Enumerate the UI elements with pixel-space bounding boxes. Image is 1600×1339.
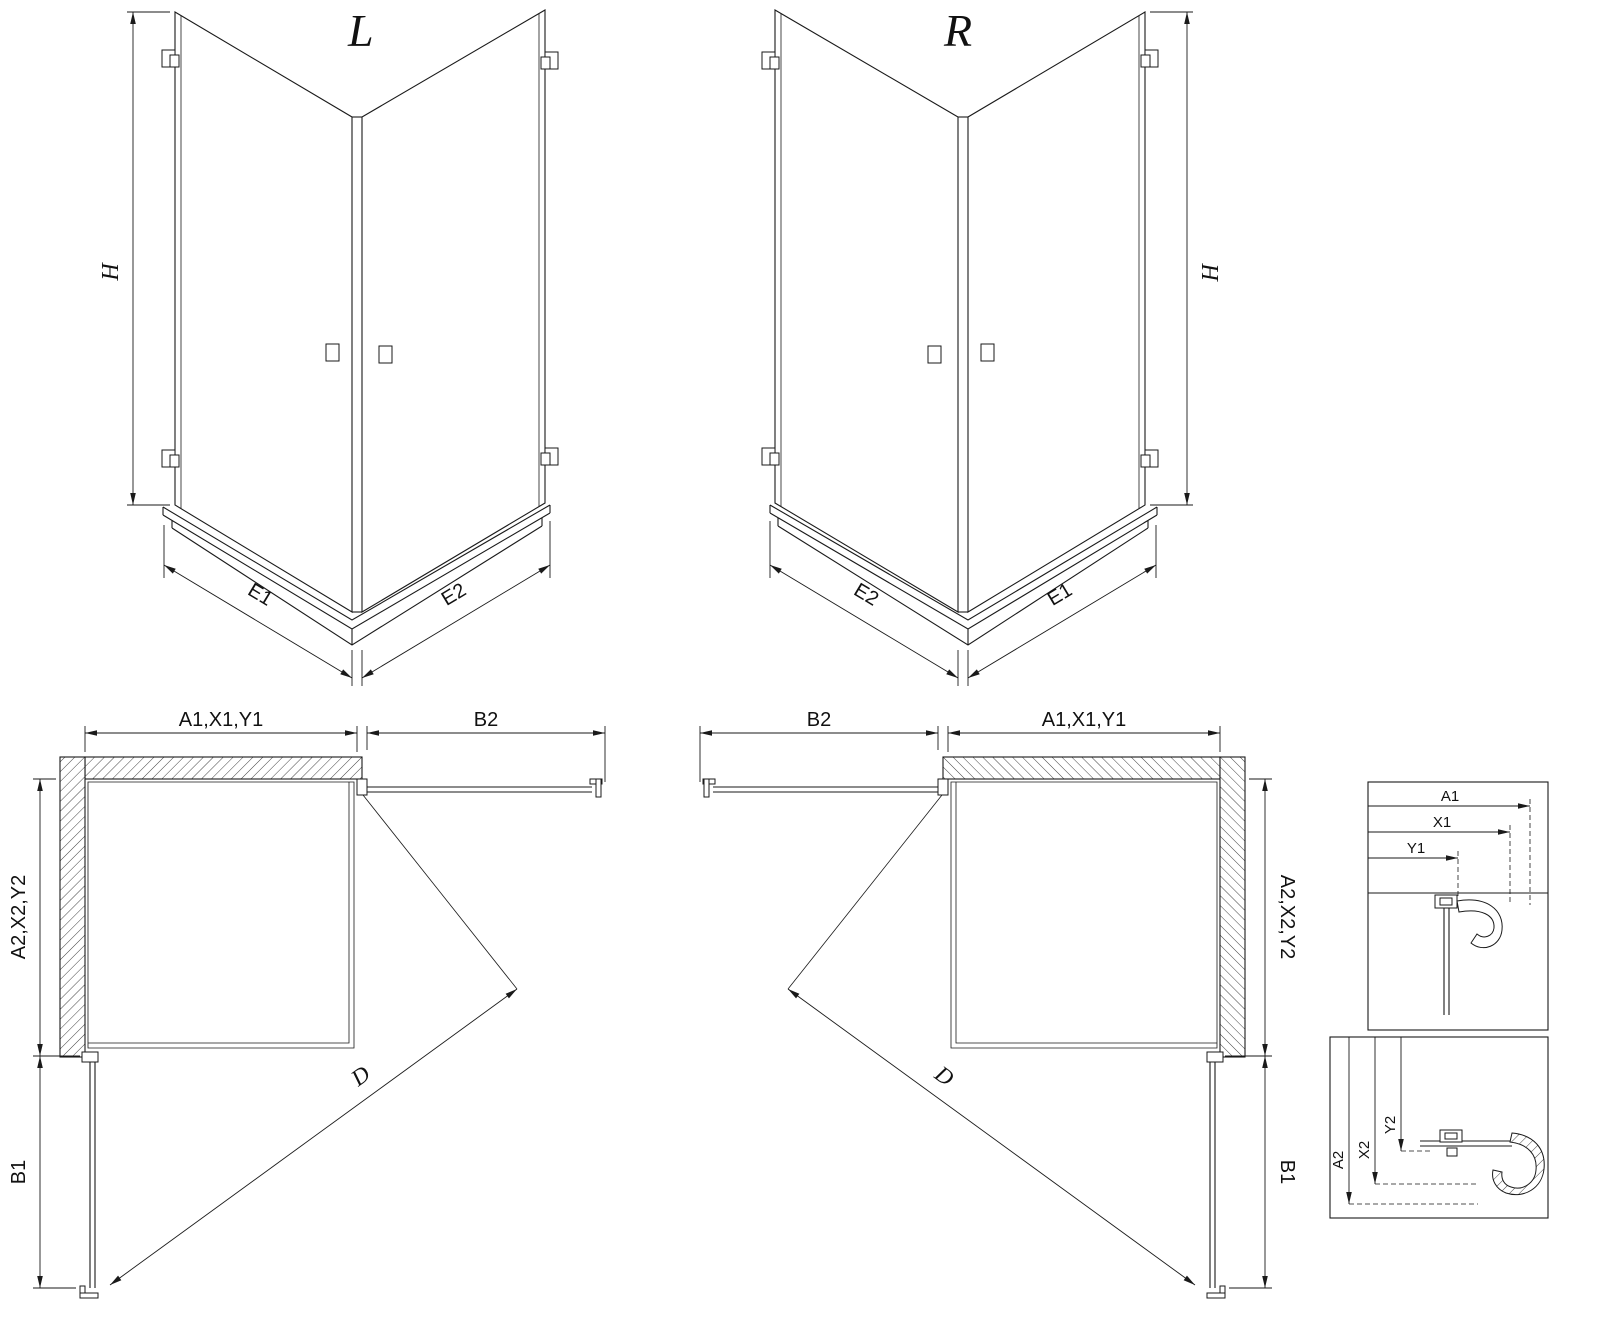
dim-label-b1-right: B1	[1276, 1160, 1298, 1184]
detail-label-y1: Y1	[1407, 840, 1425, 857]
tray-profile-section	[1420, 1129, 1545, 1195]
detail-box-border	[1367, 781, 1549, 1031]
detail-label-a2: A2	[1330, 1151, 1347, 1169]
view-label-left: L	[347, 5, 374, 56]
detail-view-top: A1 X1 Y1	[1367, 781, 1549, 1031]
dim-label-a1x1y1-right: A1,X1,Y1	[1042, 709, 1127, 731]
dim-label-b1-left: B1	[8, 1160, 30, 1184]
detail-label-x2: X2	[1356, 1141, 1373, 1159]
wall-profile-section	[1368, 892, 1548, 1015]
dim-label-a1x1y1-left: A1,X1,Y1	[179, 709, 264, 731]
dim-label-b2-left: B2	[474, 709, 498, 731]
dim-label-a2x2y2-left: A2,X2,Y2	[8, 875, 30, 960]
dim-label-h-left: H	[98, 262, 124, 282]
tray-lip-shape	[1492, 1132, 1545, 1195]
dim-label-b2-right: B2	[807, 709, 831, 731]
dim-label-a2x2y2-right: A2,X2,Y2	[1276, 875, 1298, 960]
detail-label-a1: A1	[1441, 788, 1459, 805]
detail-label-y2: Y2	[1382, 1116, 1399, 1134]
profile-hook-shape	[1456, 899, 1503, 948]
dim-label-h-right: H	[1196, 262, 1222, 282]
detail-box-border	[1329, 1036, 1549, 1219]
detail-label-x1: X1	[1433, 814, 1451, 831]
view-label-right: R	[943, 5, 972, 56]
detail-view-bottom: A2 X2 Y2	[1329, 1036, 1549, 1219]
